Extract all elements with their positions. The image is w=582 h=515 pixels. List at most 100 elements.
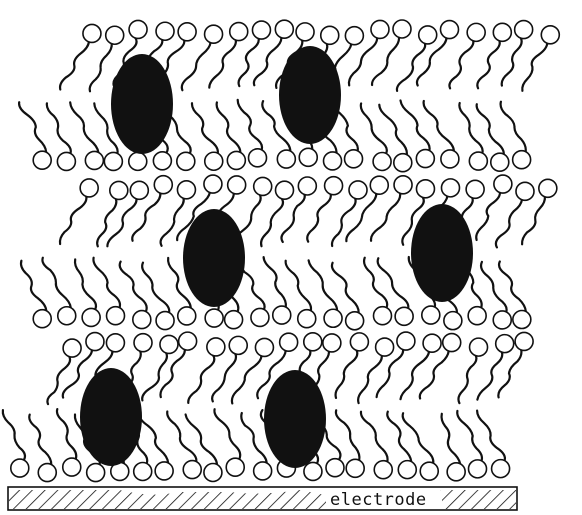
lipid-head <box>205 309 223 327</box>
lipid-tail <box>57 409 76 459</box>
lipid-head <box>154 176 172 194</box>
lipid-head <box>205 25 223 43</box>
lipid-head <box>254 177 272 195</box>
lipid-head <box>83 24 101 42</box>
lipid-tail <box>377 349 403 397</box>
lipid-head <box>275 20 293 38</box>
lipid-head <box>226 458 244 476</box>
lipid-head <box>323 334 341 352</box>
lipid-tail <box>42 258 70 308</box>
lipid-head <box>207 338 225 356</box>
lipid-tail <box>496 199 522 247</box>
lipid-head <box>326 459 344 477</box>
lipid-head <box>304 462 322 480</box>
lipid-head <box>325 177 343 195</box>
lipid-head <box>110 181 128 199</box>
lipid-head <box>370 176 388 194</box>
lipid-tail <box>167 412 196 462</box>
lipid-tail <box>93 258 120 308</box>
lipid-head <box>156 312 174 330</box>
lipid-tail <box>378 258 409 308</box>
lipid-tail <box>70 102 98 152</box>
lipid-tail <box>264 257 286 307</box>
protein-inclusion <box>264 370 326 468</box>
lipid-head <box>324 309 342 327</box>
lipid-head <box>33 151 51 169</box>
lipid-head <box>345 27 363 45</box>
lipid-head <box>346 312 364 330</box>
lipid-head <box>441 179 459 197</box>
lipid-head <box>155 462 173 480</box>
lipid-tail <box>186 415 217 465</box>
lipid-head <box>38 464 56 482</box>
lipid-tail <box>477 40 499 88</box>
lipid-head <box>515 332 533 350</box>
lipid-head <box>376 338 394 356</box>
lipid-head <box>179 332 197 350</box>
lipid-head <box>58 307 76 325</box>
lipid-head <box>129 20 147 38</box>
lipid-head <box>133 311 151 329</box>
lipid-tail <box>212 353 236 401</box>
lipid-tail <box>209 40 236 88</box>
lipid-head <box>371 20 389 38</box>
lipid-head <box>494 175 512 193</box>
lipid-head <box>346 459 364 477</box>
lipid-head <box>470 338 488 356</box>
lipid-tail <box>397 43 425 91</box>
electrode-label: electrode <box>330 490 427 510</box>
lipid-tail <box>361 104 387 154</box>
lipid-tail <box>188 355 214 403</box>
lipid-head <box>204 463 222 481</box>
lipid-tail <box>502 38 522 86</box>
lipid-head <box>420 462 438 480</box>
lipid-tail <box>160 349 184 397</box>
protein-inclusion <box>411 204 473 302</box>
lipid-head <box>86 333 104 351</box>
lipid-head <box>299 148 317 166</box>
lipid-tail <box>420 351 449 399</box>
lipid-tail <box>217 102 241 152</box>
lipid-head <box>493 23 511 41</box>
lipid-tail <box>261 198 283 246</box>
lipid-head <box>82 308 100 326</box>
lipid-head <box>230 23 248 41</box>
lipid-head <box>156 22 174 40</box>
lipid-head <box>249 149 267 167</box>
lipid-head <box>444 312 462 330</box>
lipid-head <box>469 152 487 170</box>
lipid-tail <box>457 411 482 461</box>
lipid-head <box>177 152 195 170</box>
lipid-tail <box>501 102 526 152</box>
lipid-head <box>345 150 363 168</box>
lipid-head <box>11 459 29 477</box>
lipid-head <box>153 152 171 170</box>
lipid-head <box>57 152 75 170</box>
lipid-head <box>298 177 316 195</box>
lipid-tail <box>60 41 89 89</box>
lipid-head <box>350 333 368 351</box>
lipid-tail <box>336 350 358 398</box>
lipid-tail <box>364 258 387 308</box>
lipid-head <box>441 150 459 168</box>
lipid-head <box>296 23 314 41</box>
lipid-head <box>419 26 437 44</box>
lipid-tail <box>19 102 46 152</box>
lipid-head <box>85 151 103 169</box>
lipid-head <box>134 334 152 352</box>
lipid-tail <box>75 259 96 309</box>
protein-inclusion <box>111 54 173 154</box>
lipid-head <box>252 21 270 39</box>
lipid-tail <box>401 351 430 399</box>
lipid-tail <box>361 412 388 462</box>
lipid-head <box>33 310 51 328</box>
lipid-head <box>228 176 246 194</box>
lipid-tail <box>476 192 500 240</box>
lipid-head <box>106 26 124 44</box>
lipid-head <box>397 332 415 350</box>
protein-inclusions <box>80 46 473 468</box>
lipid-head <box>416 180 434 198</box>
lipid-tail <box>21 261 46 311</box>
lipid-head <box>254 462 272 480</box>
